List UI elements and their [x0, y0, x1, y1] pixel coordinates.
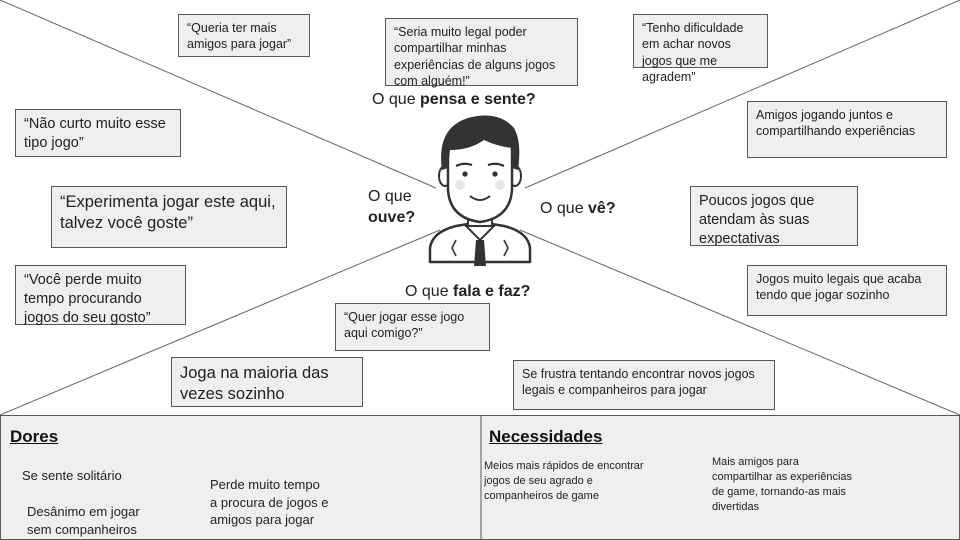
note-quer-jogar-comigo: “Quer jogar esse jogo aqui comigo?” [335, 303, 490, 351]
bottom-panel [0, 415, 960, 540]
necessidades-item-meios-rapidos: Meios mais rápidos de encontrar jogos de… [484, 460, 644, 502]
note-perde-tempo: “Você perde muito tempo procurando jogos… [15, 265, 186, 326]
dores-item-perde-tempo: Perde muito tempo a procura de jogos e a… [210, 477, 329, 528]
note-experimenta-jogar: “Experimenta jogar este aqui, talvez voc… [51, 186, 287, 248]
quadrant-label-fala-faz: O que fala e faz? [405, 283, 531, 300]
note-nao-curto: “Não curto muito esse tipo jogo” [15, 109, 181, 157]
dores-item-desanimo: Desânimo em jogar sem companheiros [27, 504, 140, 537]
note-amigos-jogando: Amigos jogando juntos e compartilhando e… [747, 101, 947, 158]
necessidades-title: Necessidades [489, 427, 603, 446]
diagonal-line-bottom-right [519, 229, 960, 416]
necessidades-item-mais-amigos: Mais amigos para compartilhar as experiê… [712, 456, 853, 513]
person-avatar-icon [428, 115, 532, 266]
diagonal-line-top-right [524, 0, 960, 189]
quadrant-label-ve: O que vê? [540, 200, 616, 217]
note-dificuldade-novos-jogos: “Tenho dificuldade em achar novos jogos … [633, 14, 768, 84]
dores-item-solitario: Se sente solitário [22, 468, 122, 483]
note-jogos-legais-sozinho: Jogos muito legais que acaba tendo que j… [747, 265, 947, 316]
dores-title: Dores [10, 427, 59, 446]
diagonal-line-bottom-left [0, 229, 441, 416]
note-compartilhar-experiencias: “Seria muito legal poder compartilhar mi… [385, 18, 578, 88]
note-se-frustra: Se frustra tentando encontrar novos jogo… [513, 360, 775, 410]
diagonal-line-top-left [0, 0, 437, 189]
note-joga-sozinho: Joga na maioria das vezes sozinho [171, 357, 363, 407]
quadrant-label-pensa-sente: O que pensa e sente? [372, 91, 536, 108]
note-queria-amigos: “Queria ter mais amigos para jogar” [178, 14, 310, 57]
note-poucos-jogos: Poucos jogos que atendam às suas expecta… [690, 186, 858, 247]
